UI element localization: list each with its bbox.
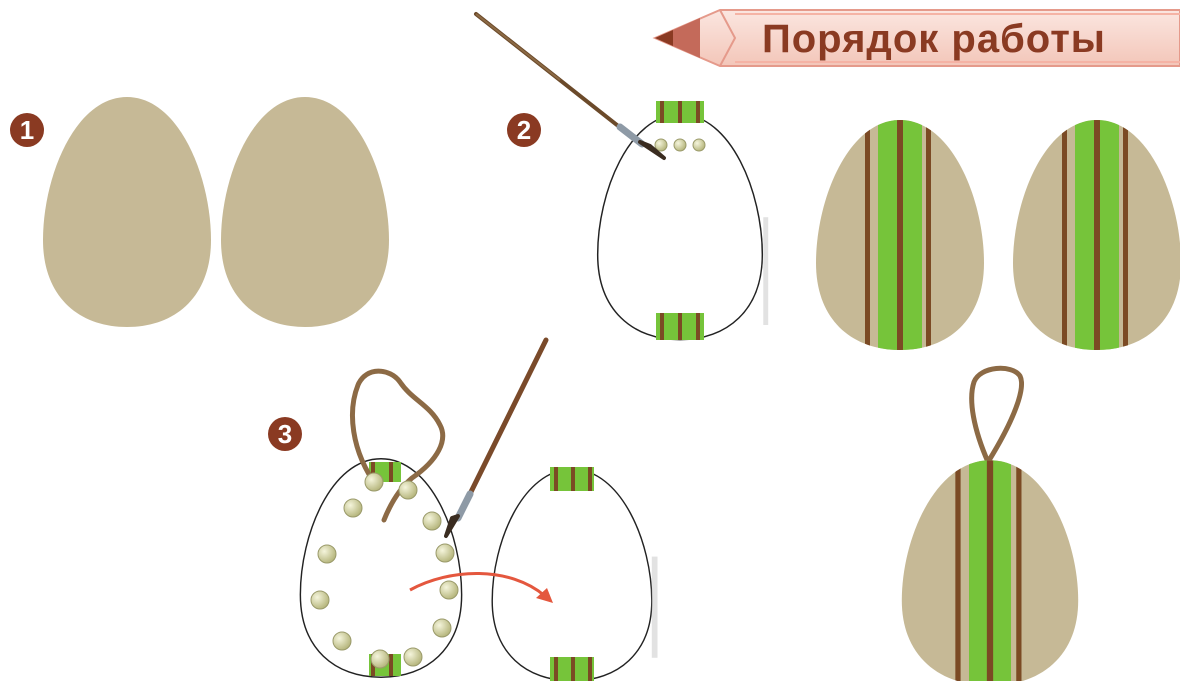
glue-dots [655,139,705,151]
egg-with-beads [300,459,461,678]
striped-egg-left [816,115,984,355]
step-3-badge: 3 [268,417,302,451]
step-2-number: 2 [517,115,531,145]
step-2-badge: 2 [507,113,541,147]
top-stripe-tab [550,467,594,491]
egg-template-second-half [492,467,657,681]
step-1-number: 1 [20,115,34,145]
step-3-number: 3 [278,419,292,449]
hanging-loop-icon [972,368,1022,462]
bottom-stripe-tab [550,657,594,681]
egg-template-with-tabs [598,101,769,340]
plain-egg-right [221,97,389,327]
bottom-stripe-tab [656,313,704,340]
paintbrush-icon [476,14,664,158]
title-banner: Порядок работы [655,10,1180,66]
finished-hanging-egg [902,368,1078,681]
top-stripe-tab [656,101,704,123]
page-title: Порядок работы [762,17,1106,61]
step-1-badge: 1 [10,113,44,147]
plain-egg-left [43,97,211,327]
striped-egg-right [1013,115,1180,355]
